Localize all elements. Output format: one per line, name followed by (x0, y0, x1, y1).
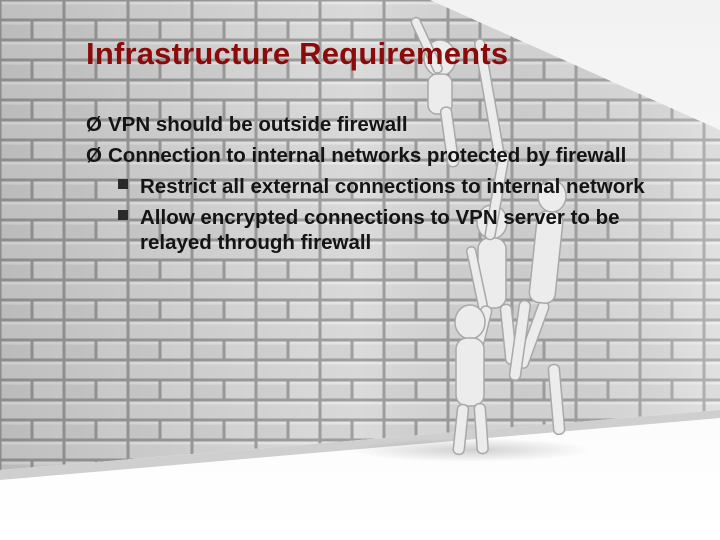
sub-bullet-item: Restrict all external connections to int… (116, 174, 686, 199)
slide-title: Infrastructure Requirements (86, 36, 509, 71)
bullet-item: Ø VPN should be outside firewall (86, 112, 686, 137)
bullet-text: VPN should be outside firewall (108, 113, 408, 136)
sub-bullet-text: Restrict all external connections to int… (140, 175, 645, 198)
square-bullet-icon (118, 179, 131, 192)
arrow-bullet-icon: Ø (86, 144, 102, 167)
bullet-text: Connection to internal networks protecte… (108, 144, 627, 167)
bullet-item: Ø Connection to internal networks protec… (86, 143, 686, 168)
mannequin-figures (410, 16, 567, 456)
arrow-bullet-icon: Ø (86, 113, 102, 136)
sub-bullet-text: Allow encrypted connections to VPN serve… (140, 206, 620, 254)
square-bullet-icon (118, 210, 131, 223)
sub-bullet-item: Allow encrypted connections to VPN serve… (116, 205, 686, 255)
bullet-list: Ø VPN should be outside firewall Ø Conne… (86, 112, 686, 261)
